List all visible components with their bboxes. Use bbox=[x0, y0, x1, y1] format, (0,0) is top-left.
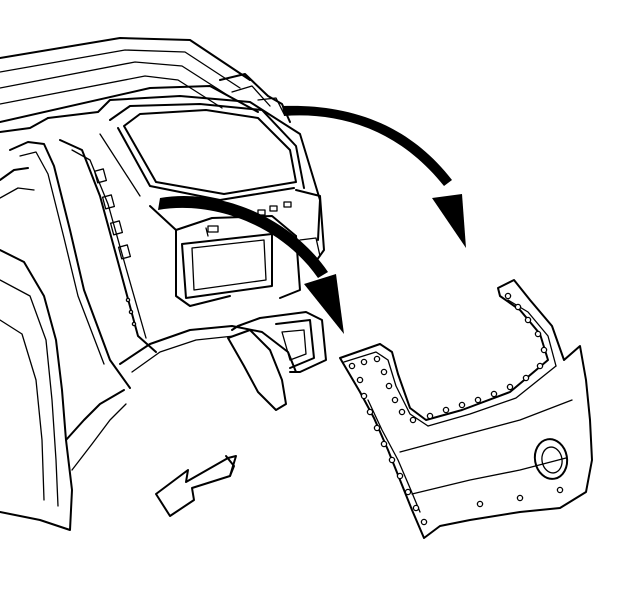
curved-arrow-upper bbox=[282, 105, 466, 248]
forward-direction-arrow bbox=[155, 455, 237, 517]
curved-arrow-middle bbox=[158, 196, 344, 334]
quarter-panel bbox=[339, 279, 593, 539]
body-structure bbox=[0, 37, 327, 531]
weld-holes bbox=[348, 292, 564, 526]
